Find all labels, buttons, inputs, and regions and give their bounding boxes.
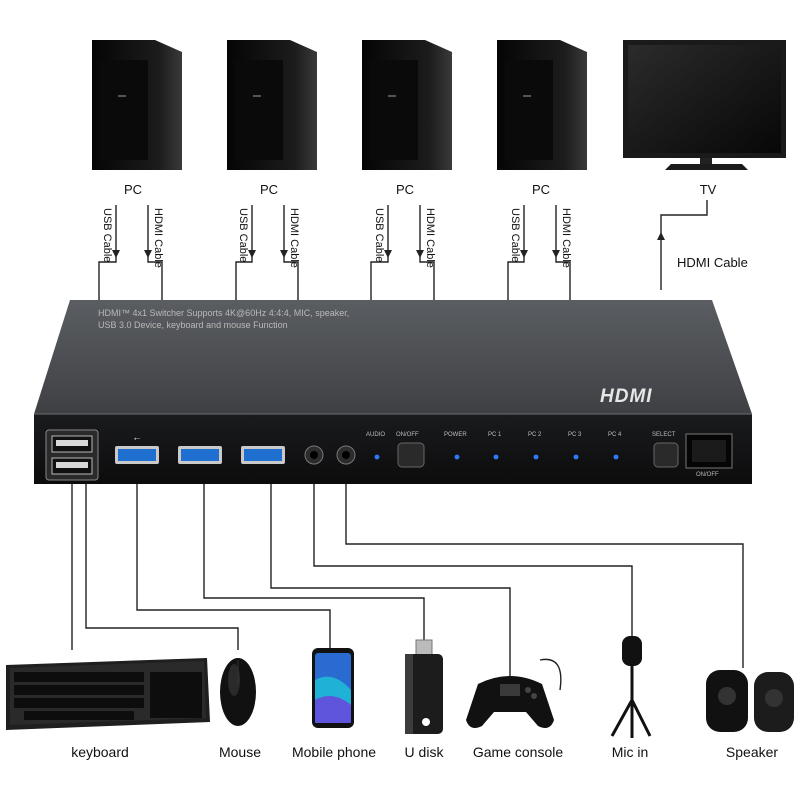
pc-tower-4: [497, 40, 587, 170]
pc-tower-3: [362, 40, 452, 170]
pc-tower-1: [92, 40, 182, 170]
tv-hdmi-cable-label: HDMI Cable: [677, 255, 748, 270]
front-label-power: POWER: [444, 432, 467, 438]
device-cables: [71, 484, 744, 676]
front-label-pc1: PC 1: [488, 432, 502, 438]
front-label-pc2: PC 2: [528, 432, 542, 438]
select-button: [653, 442, 679, 468]
usb-cable-label-4: USB Cable: [509, 208, 521, 263]
usb2-port-stack: [45, 429, 99, 481]
game-console-label: Game console: [472, 744, 564, 760]
front-label-audio: AUDIO: [366, 432, 386, 438]
hdmi-logo: HDMI: [600, 386, 653, 407]
kvm-switch: [34, 300, 752, 484]
pc-label-1: PC: [123, 182, 143, 197]
power-rocker-switch: [685, 433, 733, 469]
pc-cables: [98, 200, 708, 302]
mic-in-label: Mic in: [611, 744, 649, 760]
tv-monitor: [623, 40, 786, 170]
usb3-port-1: ⭠: [115, 434, 159, 464]
tv-label: TV: [699, 182, 717, 197]
front-label-select: SELECT: [652, 432, 676, 438]
mouse-device: [220, 658, 256, 726]
front-label-pc3: PC 3: [568, 432, 582, 438]
hdmi-cable-label-1: HDMI Cable: [152, 208, 164, 268]
usb-cable-label-3: USB Cable: [373, 208, 385, 263]
keyboard-label: keyboard: [71, 744, 129, 760]
hdmi-cable-label-3: HDMI Cable: [424, 208, 436, 268]
keyboard-device: [6, 658, 210, 730]
switch-description: HDMI™ 4x1 Switcher Supports 4K@60Hz 4:4:…: [98, 307, 349, 331]
pc-label-3: PC: [395, 182, 415, 197]
audio-onoff-button: [397, 442, 425, 468]
usb3-port-2: [178, 446, 222, 464]
cable-arrowheads: [112, 232, 665, 258]
mouse-label: Mouse: [218, 744, 262, 760]
pc-label-2: PC: [259, 182, 279, 197]
mobile-phone-label: Mobile phone: [291, 744, 377, 760]
u-disk-label: U disk: [404, 744, 444, 760]
speaker-device: [706, 670, 794, 732]
hdmi-cable-label-4: HDMI Cable: [560, 208, 572, 268]
headphone-jack: [336, 445, 356, 465]
usb-cable-label-1: USB Cable: [101, 208, 113, 263]
switch-description-line-2: USB 3.0 Device, keyboard and mouse Funct…: [98, 320, 288, 330]
pc-tower-2: [227, 40, 317, 170]
game-console-device: [466, 658, 562, 728]
u-disk-device: [405, 639, 443, 734]
microphone-device: [610, 636, 652, 738]
status-leds: [374, 454, 619, 460]
usb-cable-label-2: USB Cable: [237, 208, 249, 263]
svg-text:⭠: ⭠: [134, 434, 141, 443]
mobile-phone-device: [312, 648, 354, 728]
front-label-pc4: PC 4: [608, 432, 622, 438]
speaker-label: Speaker: [725, 744, 779, 760]
switch-description-line-1: HDMI™ 4x1 Switcher Supports 4K@60Hz 4:4:…: [98, 308, 350, 318]
pc-label-4: PC: [531, 182, 551, 197]
front-label-onoff: ON/OFF: [396, 432, 419, 438]
usb3-port-3: [241, 446, 285, 464]
hdmi-cable-label-2: HDMI Cable: [288, 208, 300, 268]
mic-jack: [304, 445, 324, 465]
front-label-switch-onoff: ON/OFF: [696, 472, 719, 478]
